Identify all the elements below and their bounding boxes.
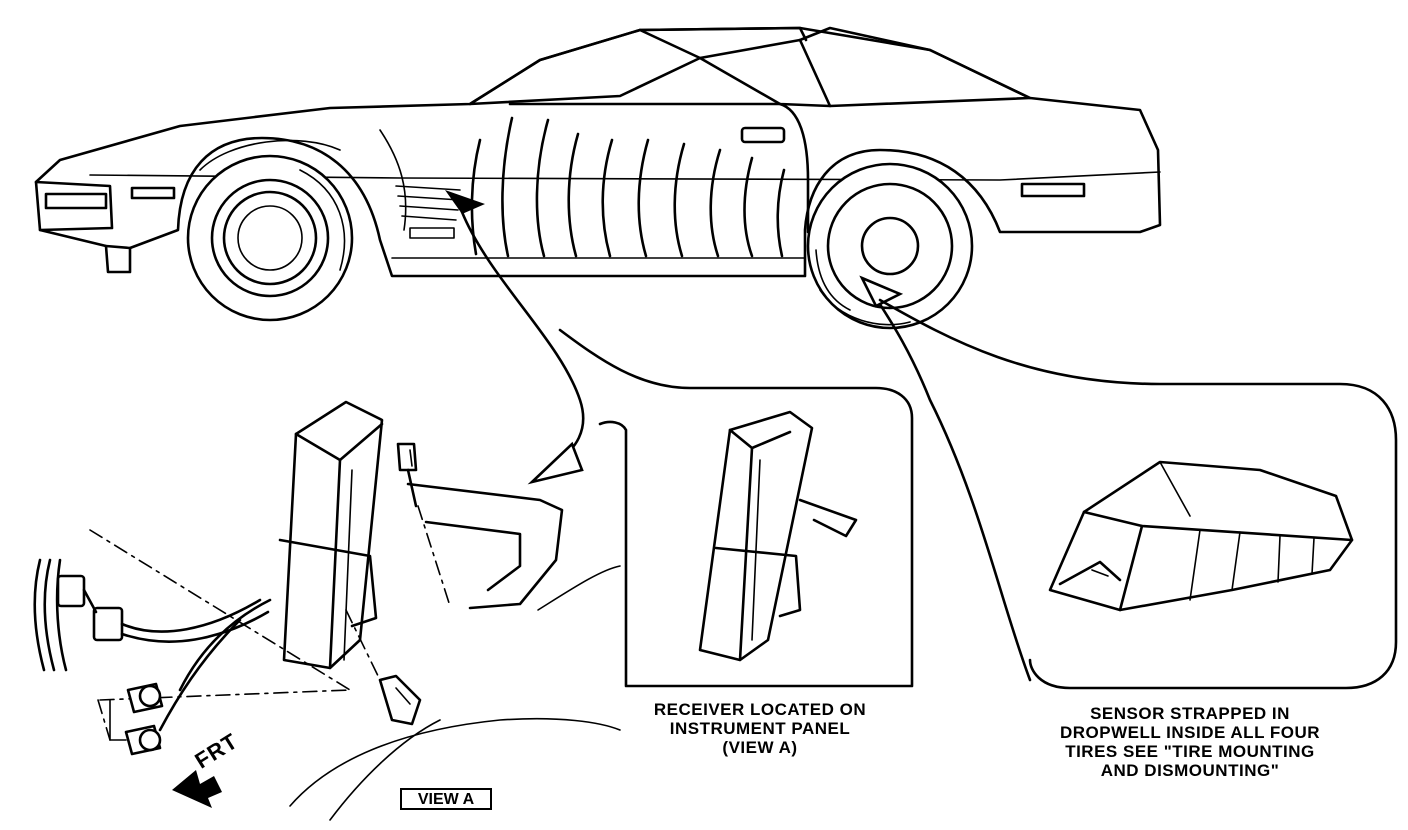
car-front-wheel — [186, 154, 354, 322]
receiver-callout-border — [558, 328, 914, 688]
wiring-harness — [33, 558, 272, 732]
pointer-arrows — [445, 190, 1032, 682]
car-door-handle — [740, 126, 786, 144]
instrument-panel — [406, 482, 564, 610]
tire-pressure-sensor — [1048, 460, 1354, 612]
car-windshield — [468, 28, 702, 106]
front-direction-arrow — [172, 770, 222, 808]
car-roof-panel — [638, 26, 808, 42]
receiver-module — [278, 400, 384, 670]
car-headlamp — [44, 192, 108, 210]
mounting-bracket — [378, 674, 422, 726]
bracket-slot — [395, 687, 411, 705]
car-front-bumper — [34, 180, 114, 232]
arrowhead-up — [445, 190, 485, 214]
arrow-sensor-location — [874, 296, 1032, 682]
arrow-receiver-location — [460, 210, 585, 464]
arrowhead-wheel — [859, 275, 904, 308]
car-side-window — [698, 38, 832, 108]
car-door-outline — [508, 102, 810, 234]
car-front-marker — [130, 186, 176, 200]
instrument-panel-recess — [424, 520, 522, 592]
receiver-location-label: RECEIVER LOCATED ON INSTRUMENT PANEL (VI… — [653, 700, 867, 757]
receiver-module-callout — [698, 410, 858, 662]
receiver-callout — [558, 328, 914, 688]
sensor-callout-border — [878, 298, 1398, 690]
mounting-bolt — [396, 442, 418, 508]
sensor-location-label: SENSOR STRAPPED IN DROPWELL INSIDE ALL F… — [1059, 704, 1321, 780]
car-fender-arc-2 — [379, 129, 407, 231]
sensor-callout — [878, 298, 1398, 690]
antenna-connectors — [109, 682, 164, 756]
steering-column — [329, 719, 441, 821]
car-rear-window — [798, 26, 1032, 108]
car-front-spoiler — [104, 244, 132, 274]
car-rear-marker — [1020, 182, 1086, 198]
car-rear-wheel — [806, 162, 974, 330]
view-a-illustration — [33, 400, 621, 821]
view-a-label: VIEW A — [400, 788, 492, 810]
steering-wheel-arc — [289, 717, 621, 807]
car-illustration — [34, 26, 1162, 330]
dash-lower-edge — [537, 565, 621, 611]
car-fender-arc — [199, 139, 341, 171]
car-door-shading — [470, 116, 786, 258]
arrowhead-down — [527, 441, 584, 485]
car-fender-vents — [395, 185, 461, 239]
